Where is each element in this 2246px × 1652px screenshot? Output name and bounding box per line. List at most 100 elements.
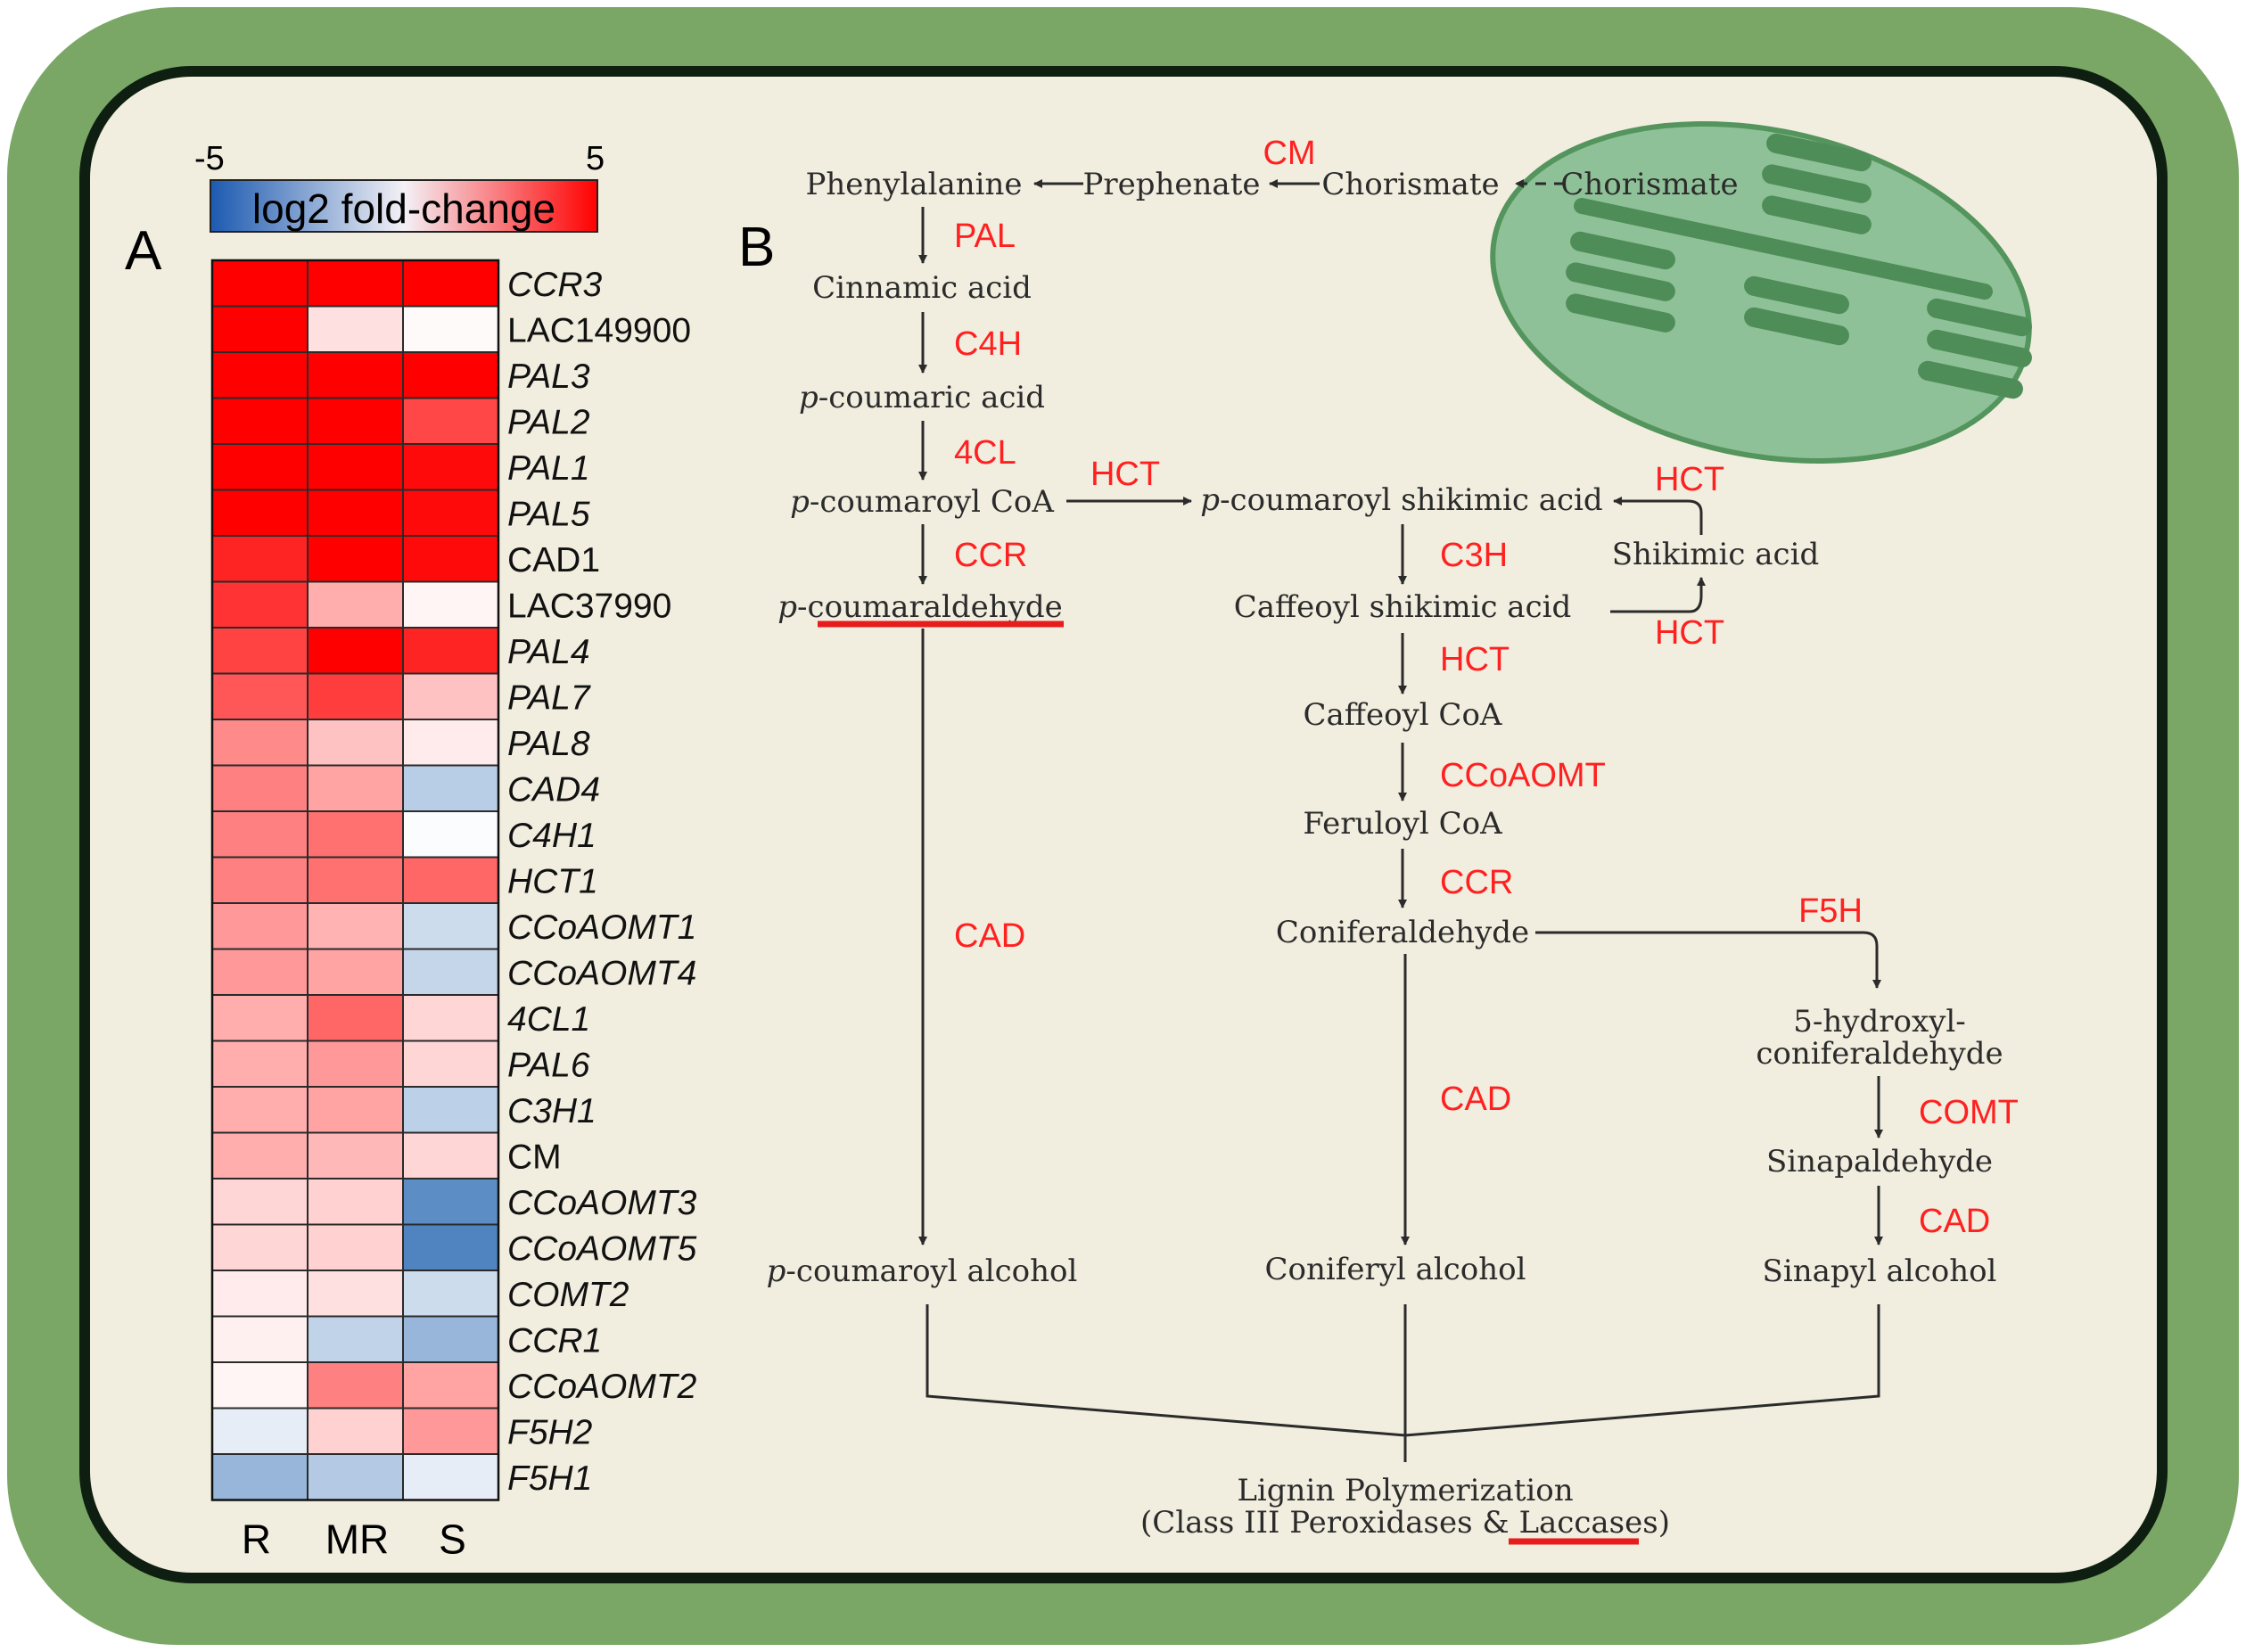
gene-label: CCoAOMT2 [507,1368,697,1406]
heatmap-cell [211,1040,309,1088]
heatmap-cell [402,259,499,308]
heatmap-cell [402,627,499,675]
enzyme-cad-1: CAD [954,917,1025,955]
heatmap-cell [211,1178,309,1226]
heatmap-cell [402,1131,499,1179]
enzyme-comt: COMT [1919,1094,2019,1131]
heatmap-cell [307,1315,404,1363]
heatmap-cell [211,1131,309,1179]
compound-5-hydroxyl-line1: 5-hydroxyl- [1793,1004,1965,1040]
thylakoid-disc [1566,262,1675,301]
enzyme-c4h: C4H [954,325,1022,363]
enzyme-cm: CM [1263,135,1315,172]
heatmap-cell [307,672,404,720]
heatmap-cell [307,856,404,904]
heatmap-cell [307,1178,404,1226]
heatmap-cell [307,1270,404,1318]
gene-label: PAL6 [507,1046,590,1084]
heatmap-cell [211,259,309,308]
heatmap: CCR3LAC149900PAL3PAL2PAL1PAL5CAD1LAC3799… [210,259,697,1563]
heatmap-cell [402,1178,499,1226]
heatmap-cell [402,397,499,445]
gene-label: COMT2 [507,1276,629,1314]
heatmap-cell [211,764,309,812]
gene-label: PAL8 [507,725,590,763]
compound-coniferyl-alcohol: Coniferyl alcohol [1264,1252,1526,1287]
heatmap-cell [402,489,499,537]
enzyme-4cl: 4CL [954,434,1016,472]
compound-p-coumaroyl-alcohol: p-coumaroyl alcohol [767,1253,1078,1289]
heatmap-cell [402,856,499,904]
thylakoid-disc [1744,307,1849,346]
enzyme-ccr-1: CCR [954,537,1027,574]
heatmap-cell [211,397,309,445]
compound-chorismate-cytosol: Chorismate [1321,167,1499,202]
compound-5-hydroxyl-line2: coniferaldehyde [1756,1036,2003,1072]
heatmap-cell [402,810,499,859]
heatmap-cell [402,1223,499,1271]
pathway-compounds: Phenylalanine Prephenate Chorismate Chor… [767,167,2003,1541]
compound-chorismate-plastid: Chorismate [1560,167,1738,202]
compound-p-coumaraldehyde: p-coumaraldehyde [777,589,1062,625]
heatmap-cell [402,672,499,720]
heatmap-cell [307,994,404,1042]
heatmap-cell [307,902,404,950]
heatmap-cell [211,1270,309,1318]
thylakoid-disc [1918,360,2023,399]
heatmap-column-label: R [242,1516,271,1563]
enzyme-hct-2: HCT [1440,641,1510,678]
thylakoid-disc [1566,293,1675,333]
gene-label: PAL5 [507,495,590,533]
compound-caffeoyl-coa: Caffeoyl CoA [1304,697,1502,733]
compound-shikimic-acid: Shikimic acid [1612,537,1819,572]
gene-label: CAD1 [507,541,600,579]
heatmap-cell [402,764,499,812]
heatmap-column-label: MR [325,1516,390,1563]
heatmap-cell [402,443,499,491]
gene-label: PAL3 [507,358,590,396]
compound-coniferaldehyde: Coniferaldehyde [1276,915,1529,950]
heatmap-cell [307,580,404,629]
heatmap-cell [211,856,309,904]
heatmap-cell [211,1407,309,1455]
gene-label: PAL1 [507,449,590,488]
heatmap-cell [307,1223,404,1271]
heatmap-cell [211,672,309,720]
enzyme-pal: PAL [954,218,1016,255]
compound-cinnamic-acid: Cinnamic acid [812,270,1032,306]
heatmap-cell [211,351,309,399]
gene-label: LAC149900 [507,311,691,349]
heatmap-cell [211,1453,309,1501]
heatmap-cell [307,259,404,308]
heatmap-cell [402,580,499,629]
heatmap-cell [307,948,404,996]
gene-label: PAL7 [507,678,591,717]
compound-caffeoyl-shikimic-acid: Caffeoyl shikimic acid [1234,589,1572,625]
heatmap-cell [307,489,404,537]
heatmap-cell [307,627,404,675]
heatmap-cell [211,948,309,996]
heatmap-cell [211,810,309,859]
pathway-arrows [918,179,1883,1462]
gene-label: F5H1 [507,1459,592,1498]
compound-p-coumaroyl-coa: p-coumaroyl CoA [790,484,1054,520]
thylakoid-disc [1766,133,1872,172]
heatmap-cell [211,1223,309,1271]
thylakoid-lamella [1574,197,1993,300]
heatmap-cell [402,948,499,996]
enzyme-hct-shikimic-top: HCT [1655,461,1724,498]
thylakoid-stacks [1566,133,2032,399]
gene-label: CAD4 [507,770,600,809]
compound-prephenate: Prephenate [1083,167,1261,202]
gene-label: CCoAOMT1 [507,908,696,947]
heatmap-cell [211,305,309,353]
gene-label: C3H1 [507,1092,596,1130]
heatmap-cell [402,305,499,353]
thylakoid-disc [1762,195,1872,234]
gene-label: CCR3 [507,266,602,304]
gene-label: LAC37990 [507,587,671,625]
heatmap-cell [211,443,309,491]
heatmap-cell [211,902,309,950]
heatmap-cell [211,580,309,629]
chloroplast-icon [1490,121,2032,464]
